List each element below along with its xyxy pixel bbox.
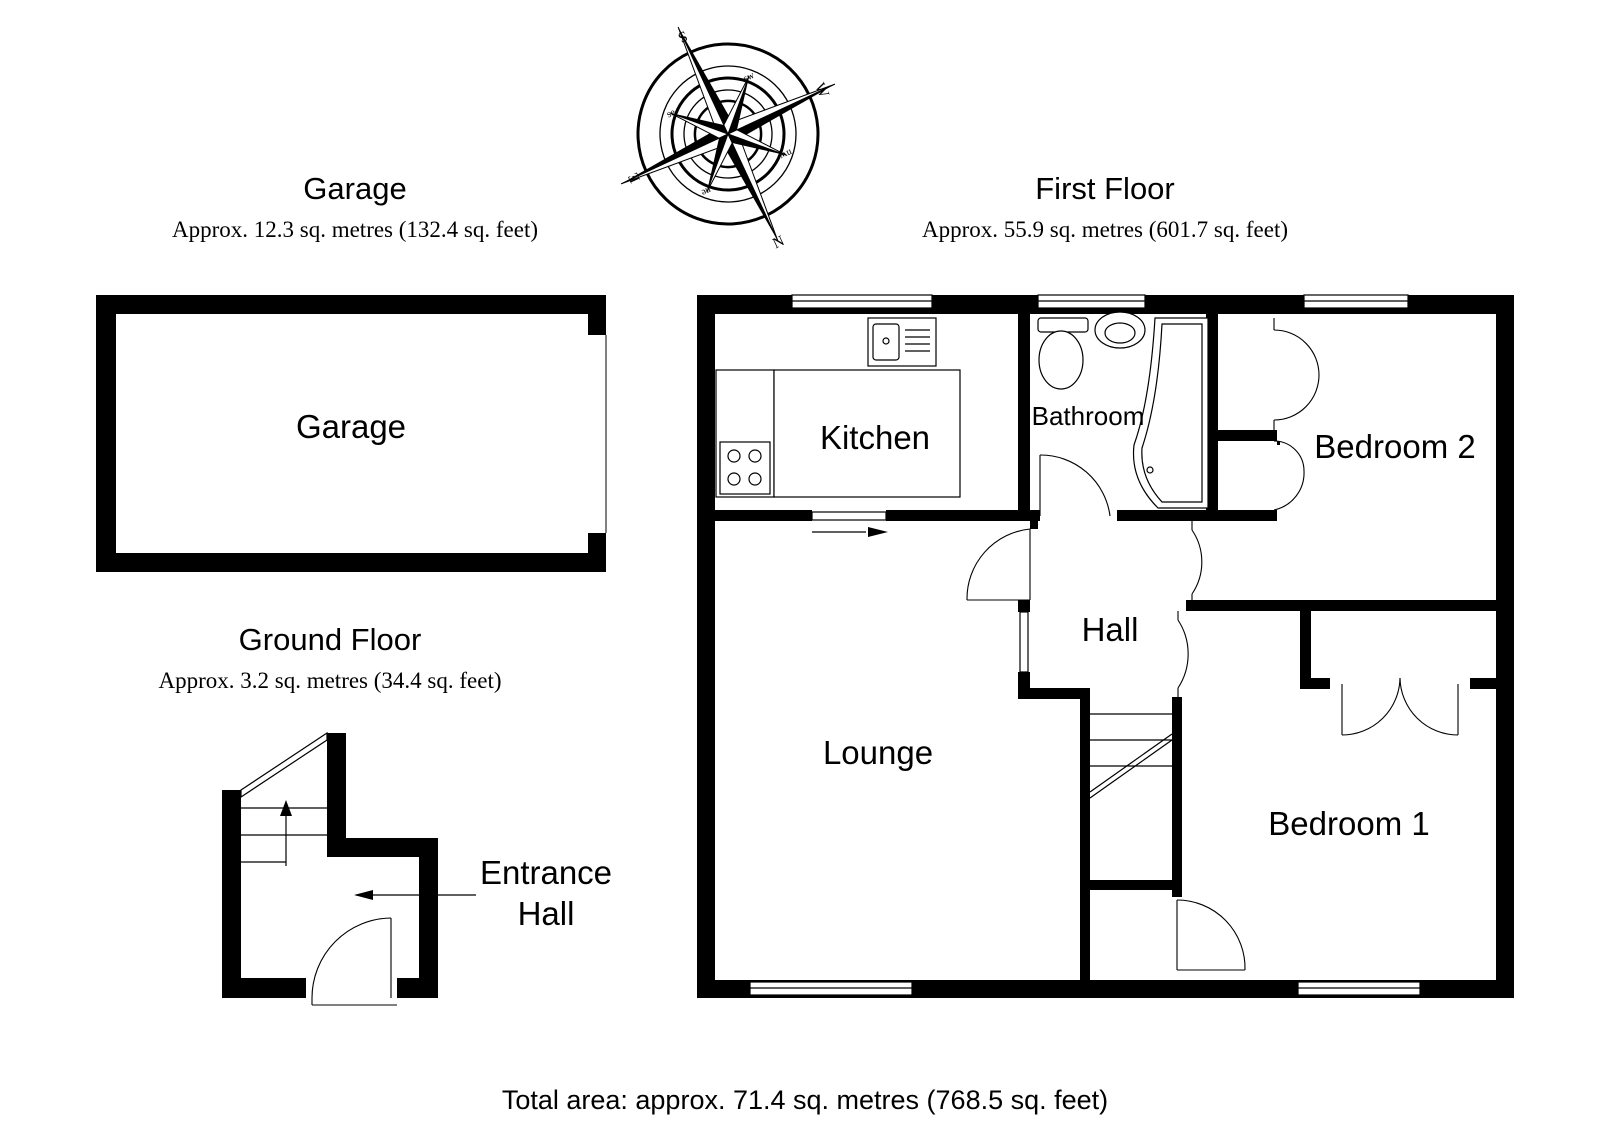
- garage-area: Approx. 12.3 sq. metres (132.4 sq. feet): [172, 217, 538, 242]
- bedroom-2-label: Bedroom 2: [1314, 428, 1475, 465]
- first-floor-area: Approx. 55.9 sq. metres (601.7 sq. feet): [922, 217, 1288, 242]
- entrance-hall-label-1: Entrance: [480, 854, 612, 891]
- bedroom-1-label: Bedroom 1: [1268, 805, 1429, 842]
- compass-s-label: S: [675, 27, 689, 45]
- bathroom-label: Bathroom: [1032, 401, 1145, 431]
- entrance-hall-label-2: Hall: [518, 895, 575, 932]
- compass-n-label: N: [770, 233, 787, 252]
- compass-nw-label: nw: [777, 146, 793, 161]
- kitchen-label: Kitchen: [820, 419, 930, 456]
- compass-rose-icon: S N W E sw se nw ne: [620, 26, 836, 252]
- lounge-label: Lounge: [823, 734, 933, 771]
- ground-floor-area: Approx. 3.2 sq. metres (34.4 sq. feet): [158, 668, 501, 693]
- compass-sw-label: sw: [742, 70, 757, 85]
- hall-label: Hall: [1082, 611, 1139, 648]
- ground-floor-title: Ground Floor: [239, 622, 422, 657]
- garage-room-label: Garage: [296, 408, 406, 445]
- compass-e-label: E: [625, 170, 643, 185]
- garage-plan: Garage: [96, 295, 607, 572]
- first-floor-title: First Floor: [1035, 171, 1175, 206]
- first-floor-plan: Kitchen Bathroom Bedroom 2: [697, 294, 1514, 998]
- garage-title: Garage: [303, 171, 406, 206]
- total-area: Total area: approx. 71.4 sq. metres (768…: [502, 1085, 1108, 1115]
- ground-floor-plan: Entrance Hall: [222, 731, 612, 1006]
- compass-w-label: W: [811, 81, 832, 101]
